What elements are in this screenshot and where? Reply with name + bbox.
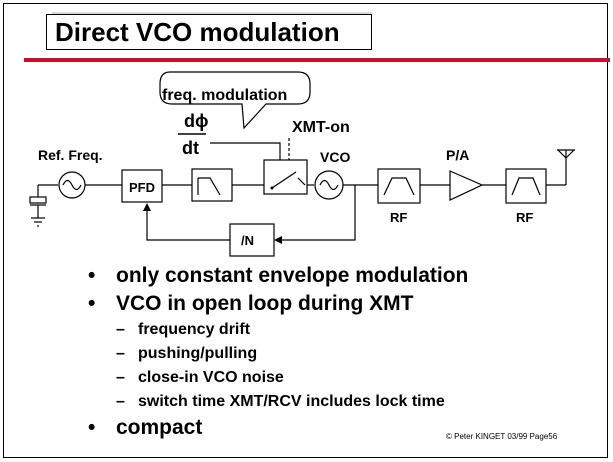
- pfd-label: PFD: [129, 180, 155, 195]
- rf-label-2: RF: [516, 210, 533, 225]
- sub-bullet-text: switch time XMT/RCV includes lock time: [138, 393, 445, 410]
- sub-bullet-item: – frequency drift: [88, 318, 468, 342]
- divider-block: [229, 223, 275, 257]
- feedback-arrow-in: [274, 236, 282, 244]
- feedback-arrow-pfd: [143, 203, 151, 211]
- pfd-block: [121, 169, 163, 203]
- ref-freq-label: Ref. Freq.: [38, 147, 103, 163]
- sub-bullet-text: close-in VCO noise: [138, 369, 284, 386]
- slide-frame: [3, 3, 608, 458]
- vco-label: VCO: [320, 149, 350, 165]
- sub-bullet-item: – pushing/pulling: [88, 342, 468, 366]
- footer-text: Peter KINGET 03/99 Page56: [454, 432, 558, 441]
- power-amplifier-icon: [449, 170, 484, 201]
- bullet-dot: •: [88, 264, 96, 287]
- feedback-line-to-pfd: [146, 210, 230, 241]
- dphi-denominator: dt: [182, 138, 199, 158]
- title-underline: [24, 58, 610, 62]
- sub-bullet-dash: –: [116, 369, 125, 386]
- slide-title: Direct VCO modulation: [46, 14, 372, 50]
- loop-filter-block: [191, 168, 233, 202]
- rf-filter-block-1: [377, 168, 421, 204]
- sub-bullet-dash: –: [116, 393, 125, 410]
- bullet-item: • VCO in open loop during XMT: [88, 290, 468, 318]
- copyright-icon: ©: [446, 432, 452, 441]
- dphi-numerator: dϕ: [184, 111, 209, 131]
- bullet-list: • only constant envelope modulation • VC…: [88, 262, 468, 442]
- vco-oscillator-icon: [314, 170, 344, 200]
- rf-label-1: RF: [390, 210, 407, 225]
- callout-bubble: [159, 71, 311, 130]
- bullet-text: VCO in open loop during XMT: [116, 292, 414, 315]
- bullet-dot: •: [88, 292, 96, 315]
- modulation-switch-block: [263, 159, 308, 195]
- bullet-text: only constant envelope modulation: [116, 264, 469, 287]
- sub-bullet-text: pushing/pulling: [138, 345, 258, 362]
- sub-bullet-dash: –: [116, 345, 125, 362]
- sub-bullet-dash: –: [116, 321, 125, 338]
- ref-oscillator-icon: [58, 171, 86, 199]
- antenna-icon: [557, 149, 575, 185]
- slide-footer: © Peter KINGET 03/99 Page56: [446, 432, 557, 441]
- sub-bullet-text: frequency drift: [138, 321, 251, 338]
- bullet-item: • compact: [88, 414, 468, 442]
- sub-bullet-item: – close-in VCO noise: [88, 366, 468, 390]
- divider-label: /N: [241, 233, 254, 248]
- feedback-line-out: [280, 185, 356, 241]
- bullet-text: compact: [116, 416, 203, 439]
- crystal-icon: [29, 185, 47, 227]
- sub-bullet-item: – switch time XMT/RCV includes lock time: [88, 390, 468, 414]
- modulation-line: [210, 142, 281, 160]
- rf-filter-block-2: [505, 168, 547, 204]
- bullet-dot: •: [88, 416, 96, 439]
- callout-label: freq. modulation: [162, 87, 287, 104]
- bullet-item: • only constant envelope modulation: [88, 262, 468, 290]
- xmt-on-label: XMT-on: [292, 119, 350, 136]
- pa-label: P/A: [446, 147, 469, 163]
